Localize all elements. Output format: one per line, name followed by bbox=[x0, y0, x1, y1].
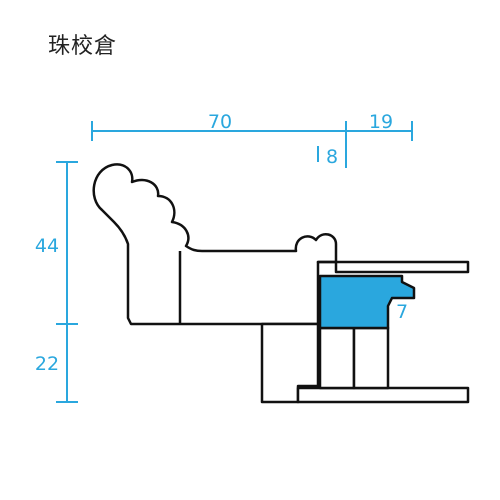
dim-label-inner-small: 7 bbox=[396, 301, 408, 323]
dim-label-main-width: 70 bbox=[208, 111, 232, 133]
upper-glazing-bar bbox=[316, 260, 470, 274]
dim-label-bottom-height: 22 bbox=[35, 353, 59, 375]
spacer-post-left bbox=[318, 326, 356, 390]
page-title: 珠校倉 bbox=[48, 34, 118, 59]
main-moulding bbox=[92, 163, 338, 326]
dimension-lines bbox=[56, 121, 413, 403]
dim-label-top-height: 44 bbox=[35, 235, 59, 257]
inner-insert-highlight bbox=[318, 274, 416, 330]
profile-outline bbox=[92, 163, 470, 404]
lower-back-board bbox=[296, 386, 470, 404]
bottom-leg bbox=[260, 322, 320, 404]
dim-label-right-width: 19 bbox=[369, 111, 393, 133]
dim-label-small-width: 8 bbox=[326, 146, 338, 168]
spacer-post-right bbox=[352, 326, 390, 390]
